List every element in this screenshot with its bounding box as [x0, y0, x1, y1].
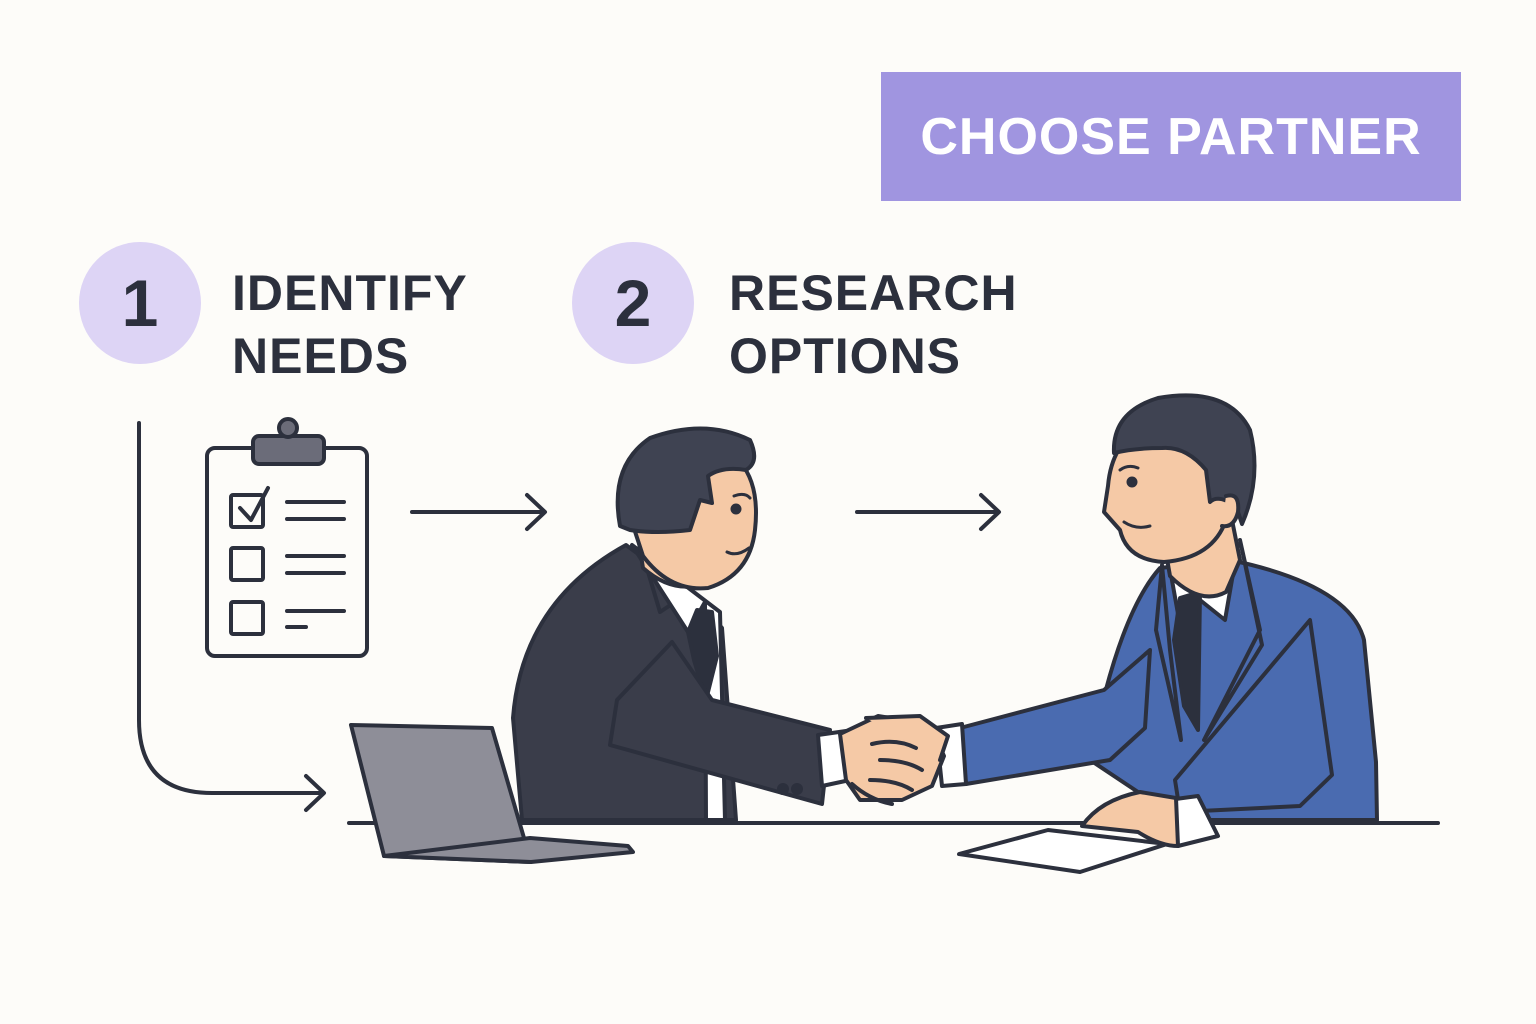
clipboard-checklist-icon	[205, 417, 369, 658]
right-arrow-icon	[855, 493, 1001, 531]
right-businessman	[934, 393, 1379, 848]
laptop	[349, 723, 635, 864]
step-1-label: IDENTIFY NEEDS	[232, 262, 468, 388]
step-1-label-line1: IDENTIFY	[232, 265, 468, 321]
step-1-label-line2: NEEDS	[232, 328, 410, 384]
step-1-badge: 1	[79, 242, 201, 364]
step-2-label-line2: OPTIONS	[729, 328, 962, 384]
step-2-badge: 2	[572, 242, 694, 364]
handshake	[838, 714, 950, 806]
step-2-label-line1: RESEARCH	[729, 265, 1018, 321]
step-2-number: 2	[614, 266, 652, 340]
left-businessman	[511, 426, 852, 822]
flow-connector-line	[137, 421, 322, 795]
document-paper	[957, 828, 1169, 874]
banner-label: CHOOSE PARTNER	[920, 107, 1422, 166]
connector-arrowhead-icon	[304, 774, 326, 812]
step-1-number: 1	[121, 266, 159, 340]
step-2-label: RESEARCH OPTIONS	[729, 262, 1018, 388]
choose-partner-banner: CHOOSE PARTNER	[881, 72, 1461, 201]
right-arrow-icon	[410, 493, 547, 531]
